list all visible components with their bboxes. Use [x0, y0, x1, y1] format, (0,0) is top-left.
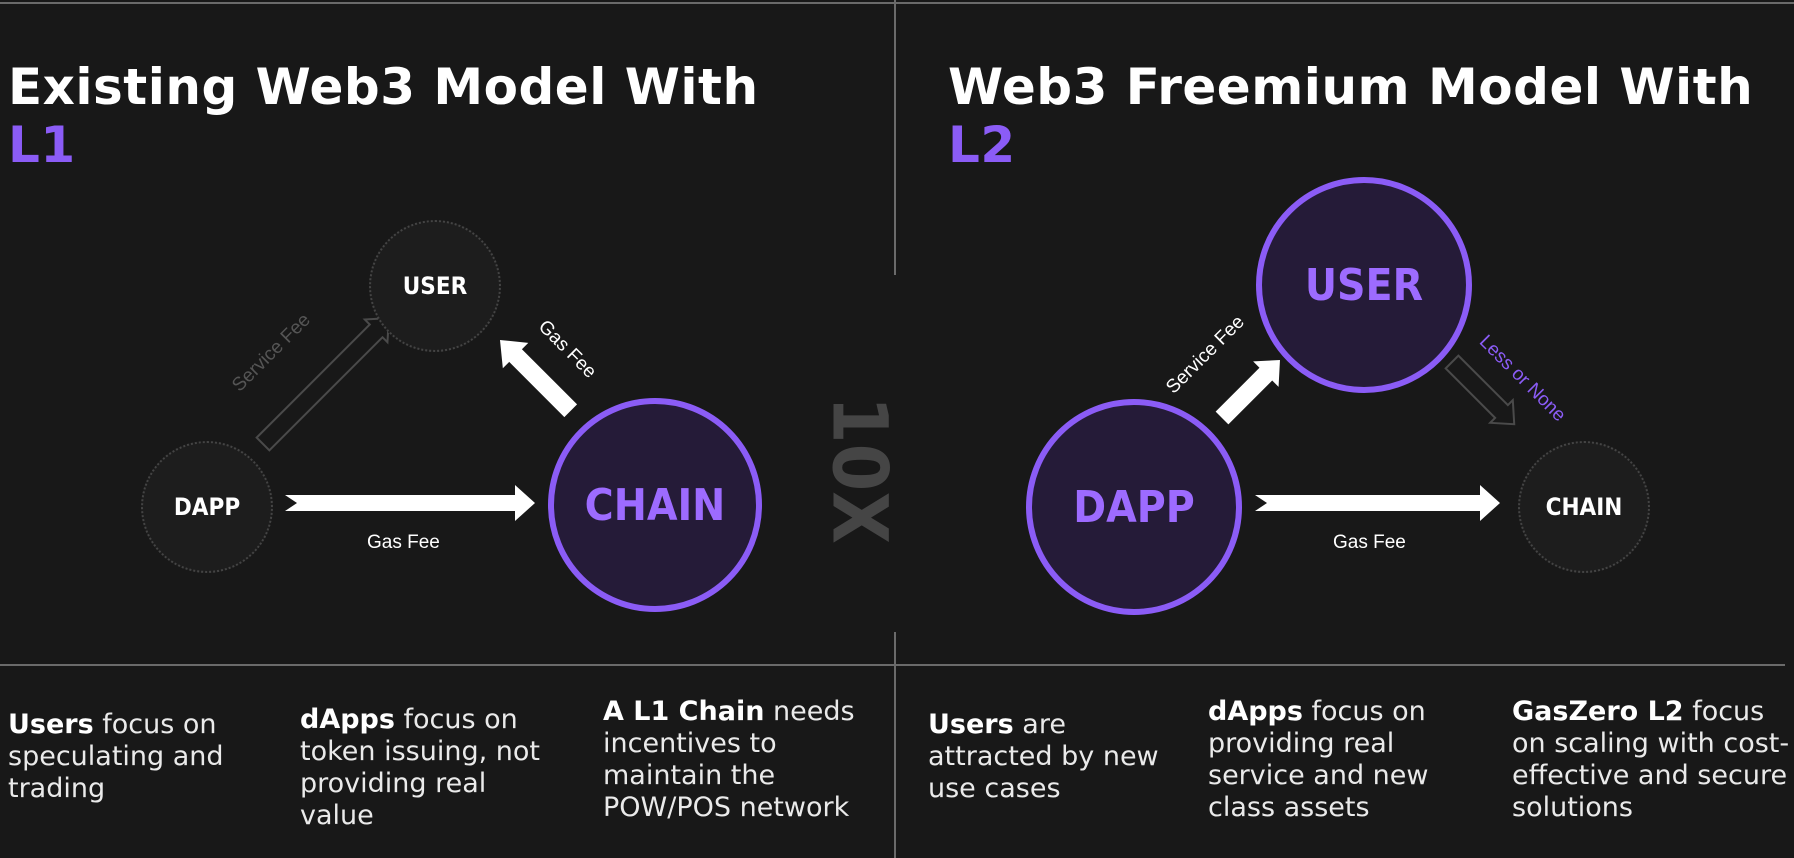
right-gas-fee-bottom-label: Gas Fee [1333, 532, 1406, 553]
left-gas-fee-horizontal-arrow [285, 485, 535, 521]
right-desc-users: Users are attracted by new use cases [928, 709, 1178, 805]
right-service-fee-arrow [1215, 360, 1280, 425]
horizontal-divider [0, 664, 1785, 666]
left-desc-users: Users focus on speculating and trading [8, 709, 268, 805]
left-desc-users-text: focus on speculating and trading [8, 709, 224, 804]
right-desc-l2: GasZero L2 focus on scaling with cost-ef… [1512, 696, 1792, 824]
right-chain-label: CHAIN [1545, 493, 1623, 521]
left-gas-fee-diagonal-arrow [500, 340, 578, 418]
center-divider-top [894, 0, 896, 275]
left-title-line1: Existing Web3 Model With [8, 58, 759, 116]
top-divider [0, 2, 1794, 4]
right-desc-dapps-text: focus on providing real service and new … [1208, 696, 1429, 823]
left-desc-dapps-text: focus on token issuing, not providing re… [300, 704, 540, 831]
center-divider-bottom [894, 632, 896, 858]
right-dapp-node: DAPP [1026, 399, 1242, 615]
right-dapp-label: DAPP [1073, 481, 1195, 533]
left-desc-chain-bold: A L1 Chain [603, 696, 765, 727]
right-user-label: USER [1304, 259, 1424, 311]
left-title-line2: L1 [8, 116, 76, 174]
left-title: Existing Web3 Model With L1 [8, 58, 759, 174]
right-desc-users-bold: Users [928, 709, 1014, 740]
left-service-fee-arrow [255, 317, 390, 452]
right-desc-l2-text: focus on scaling with cost-effective and… [1512, 696, 1790, 823]
right-chain-node: CHAIN [1518, 441, 1650, 573]
left-desc-dapps-bold: dApps [300, 704, 395, 735]
right-user-node: USER [1256, 177, 1472, 393]
left-dapp-label: DAPP [173, 493, 241, 521]
right-desc-users-text: are attracted by new use cases [928, 709, 1159, 804]
left-user-label: USER [402, 272, 468, 300]
right-title-line1: Web3 Freemium Model With [948, 58, 1754, 116]
right-title-line2: L2 [948, 116, 1016, 174]
right-desc-l2-bold: GasZero L2 [1512, 696, 1684, 727]
right-gas-fee-horizontal-arrow [1255, 485, 1500, 521]
right-less-or-none-arrow [1444, 354, 1516, 426]
left-desc-chain: A L1 Chain needs incentives to maintain … [603, 696, 893, 824]
right-title: Web3 Freemium Model With L2 [948, 58, 1753, 174]
left-chain-label: CHAIN [584, 479, 726, 531]
right-desc-dapps-bold: dApps [1208, 696, 1303, 727]
left-desc-chain-text: needs incentives to maintain the POW/POS… [603, 696, 855, 823]
left-gas-fee-bottom-label: Gas Fee [367, 532, 440, 553]
right-desc-dapps: dApps focus on providing real service an… [1208, 696, 1478, 824]
left-desc-dapps: dApps focus on token issuing, not provid… [300, 704, 560, 832]
left-dapp-node: DAPP [141, 441, 273, 573]
left-desc-users-bold: Users [8, 709, 94, 740]
left-chain-node: CHAIN [548, 398, 762, 612]
left-user-node: USER [369, 220, 501, 352]
